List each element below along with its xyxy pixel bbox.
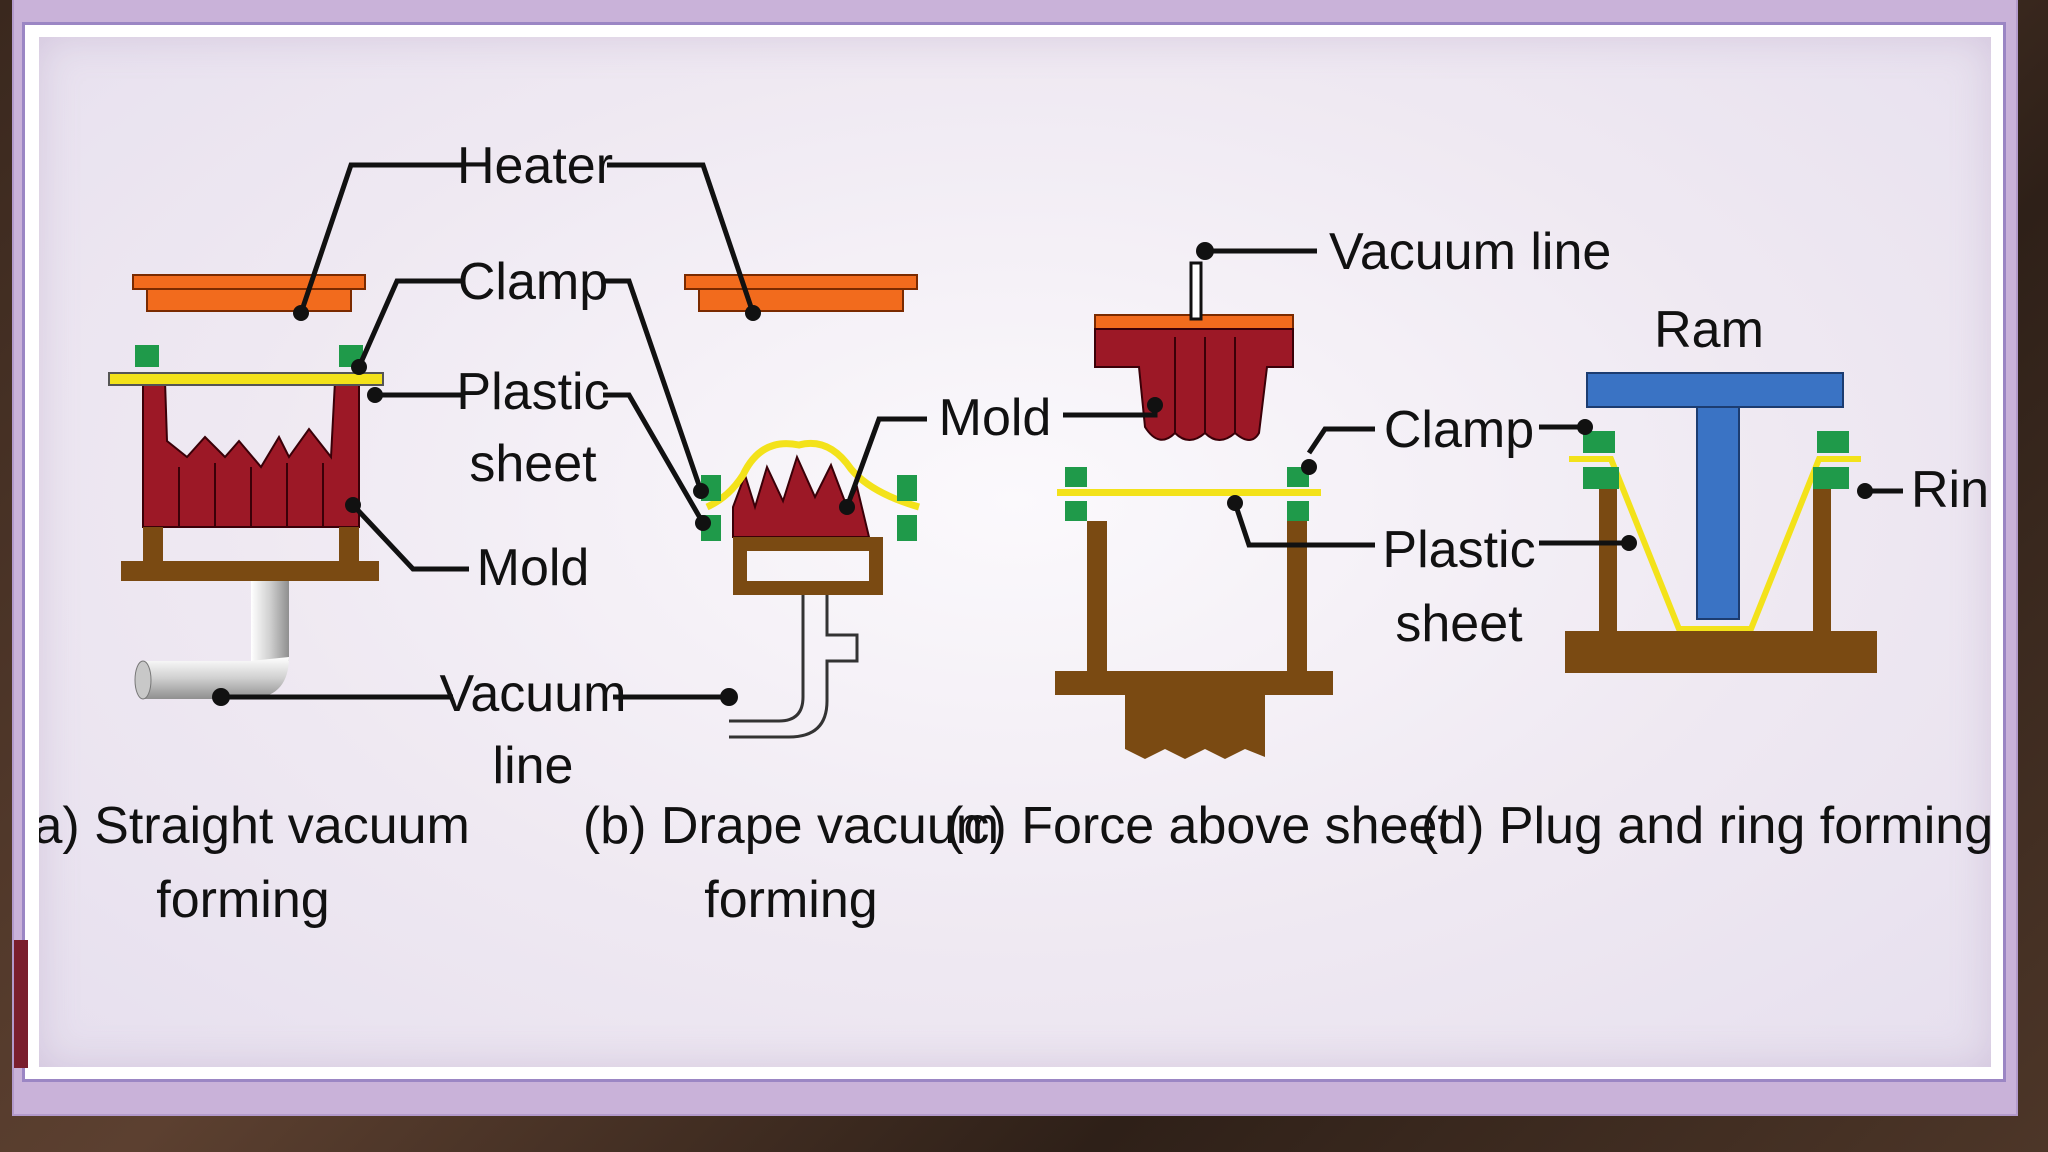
label-plastic-sheet-right-1: Plastic — [1382, 521, 1535, 579]
label-mold-middle: Mold — [939, 389, 1052, 447]
thermoforming-diagram: Heater Clamp Plastic sheet Mold Vacuum l… — [16, 137, 2018, 929]
ring-d — [1583, 431, 1849, 489]
label-mold-left: Mold — [477, 539, 590, 597]
label-clamp-left: Clamp — [458, 253, 608, 311]
clamp-a — [135, 345, 363, 367]
caption-b-line-1: (b) Drape vacuum — [583, 797, 999, 855]
callout-dots-d — [1577, 419, 1873, 551]
base-d — [1565, 489, 1877, 673]
apparatus-c — [1055, 261, 1333, 759]
label-heater: Heater — [457, 137, 613, 195]
callout-dots-ab — [212, 305, 855, 706]
label-plastic-sheet-left-2: sheet — [469, 435, 597, 493]
heater-a — [132, 274, 366, 312]
caption-c: (c) Force above sheet — [946, 797, 1452, 855]
label-ram: Ram — [1654, 301, 1764, 359]
label-vacuum-line-top: Vacuum line — [1329, 223, 1611, 281]
caption-a-line-2: forming — [156, 871, 329, 929]
apparatus-a — [108, 274, 384, 700]
caption-a-line-1: (a) Straight vacuum — [39, 797, 470, 855]
label-vacuum-line-left-1: Vacuum — [440, 665, 627, 723]
plastic-sheet-d — [1569, 456, 1861, 632]
clamp-c — [1065, 467, 1309, 521]
slide-content: Heater Clamp Plastic sheet Mold Vacuum l… — [16, 22, 2018, 1082]
diagram-labels: Heater Clamp Plastic sheet Mold Vacuum l… — [440, 137, 2018, 795]
plastic-sheet-c — [1057, 489, 1321, 496]
base-b — [733, 537, 883, 595]
diagram-panel: Heater Clamp Plastic sheet Mold Vacuum l… — [16, 37, 2018, 1067]
plastic-sheet-a — [108, 372, 384, 386]
mold-top-c — [1094, 261, 1294, 441]
plastic-sheet-b — [705, 439, 920, 511]
apparatus-b — [684, 274, 920, 739]
base-c — [1055, 521, 1333, 759]
vacuum-pipe-b — [729, 595, 859, 739]
mold-a — [142, 380, 360, 528]
callout-dots-c — [1147, 242, 1317, 511]
label-clamp-right: Clamp — [1384, 401, 1534, 459]
label-vacuum-line-left-2: line — [493, 737, 574, 795]
slide-accent-bar — [14, 940, 28, 1068]
vacuum-pipe-a — [134, 581, 289, 700]
diagram-captions: (a) Straight vacuum forming (b) Drape va… — [16, 797, 1993, 929]
apparatus-d — [1565, 372, 1877, 673]
label-ring: Ring — [1911, 461, 1991, 519]
label-plastic-sheet-right-2: sheet — [1395, 595, 1523, 653]
slide-frame: Heater Clamp Plastic sheet Mold Vacuum l… — [14, 0, 2018, 1114]
callouts-ab — [221, 162, 927, 700]
label-plastic-sheet-left-1: Plastic — [456, 363, 609, 421]
caption-b-line-2: forming — [704, 871, 877, 929]
ram-d — [1586, 372, 1844, 620]
caption-d: (d) Plug and ring forming — [1421, 797, 1991, 855]
callouts-c — [1063, 248, 1375, 548]
base-a — [121, 527, 379, 581]
heater-b — [684, 274, 918, 312]
